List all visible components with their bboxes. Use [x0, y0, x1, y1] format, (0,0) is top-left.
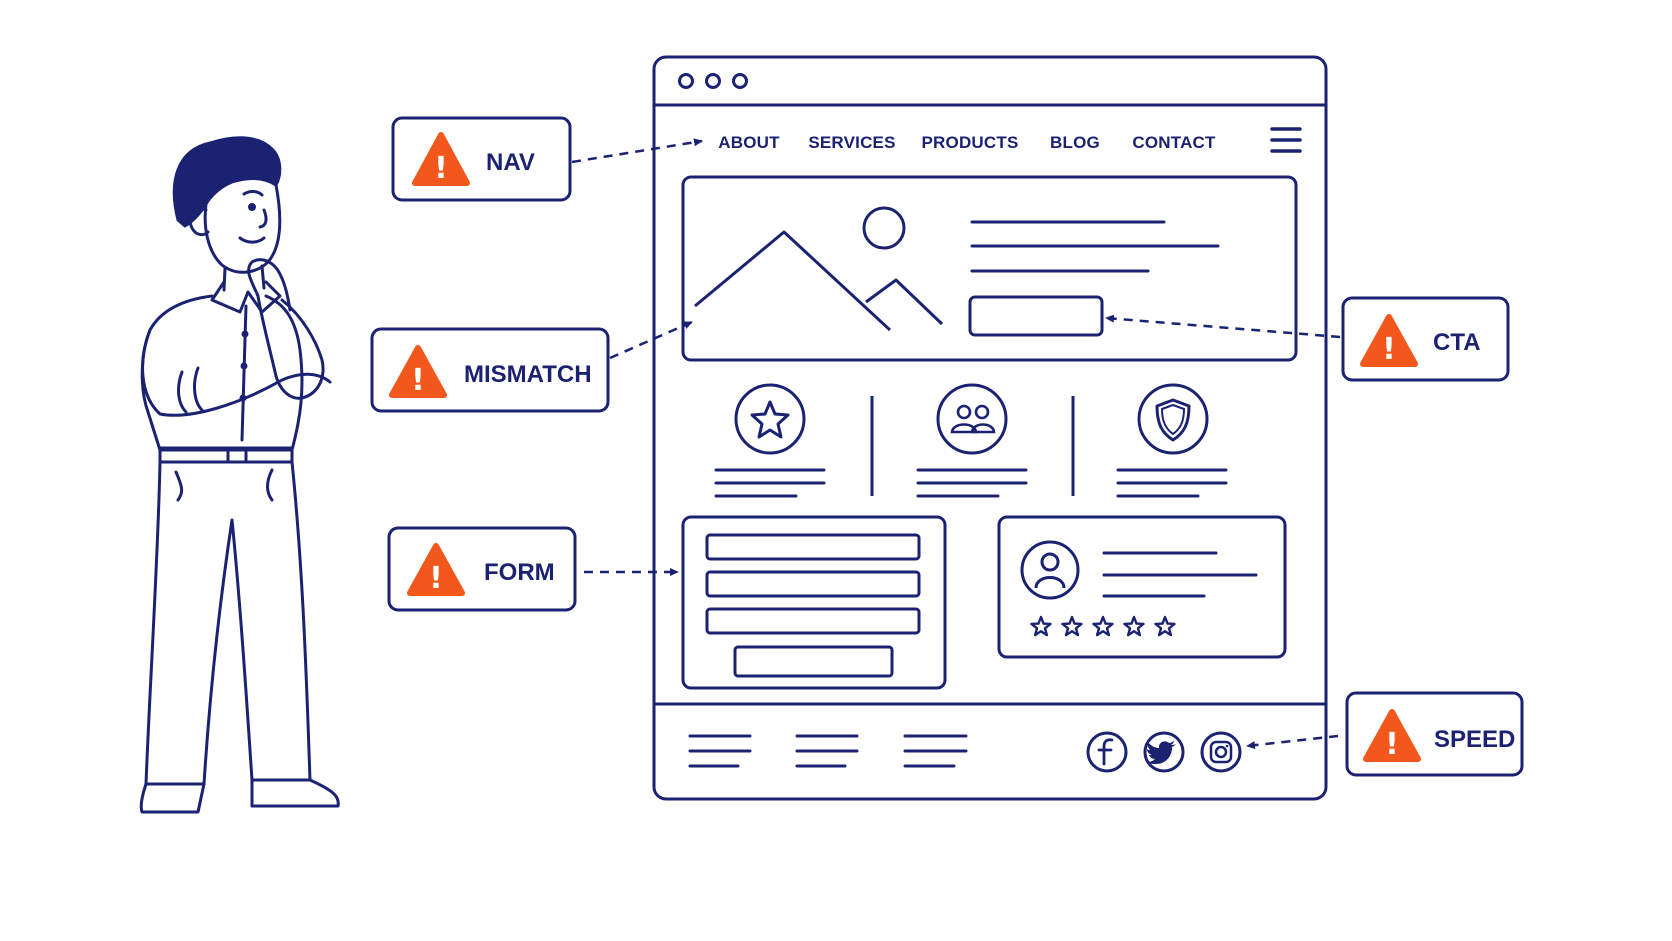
person-face	[203, 183, 282, 274]
connector-arrow	[609, 320, 693, 360]
svg-text:!: !	[434, 151, 448, 186]
person-shirt	[140, 294, 304, 452]
feature-text-lines	[1116, 468, 1228, 498]
shield-icon	[1155, 398, 1191, 442]
warning-triangle-icon: !	[407, 543, 465, 596]
window-dot-icon[interactable]	[705, 73, 721, 89]
contact-form-card	[681, 515, 947, 690]
person-sleeve-cuff	[177, 366, 204, 414]
person-placket	[240, 304, 248, 442]
nav-item-products[interactable]: PRODUCTS	[922, 133, 1019, 152]
svg-text:!: !	[1382, 332, 1396, 367]
footer-link-lines	[688, 734, 968, 768]
callout-label: FORM	[484, 559, 555, 586]
warning-triangle-icon: !	[412, 132, 470, 186]
person-nose	[258, 208, 268, 229]
hero-cta-button[interactable]	[968, 295, 1104, 337]
thinking-person	[139, 136, 340, 814]
feature-text-lines	[916, 468, 1028, 498]
callout-nav: ! NAV	[391, 116, 572, 202]
warning-triangle-icon: !	[1360, 314, 1418, 367]
form-input-field[interactable]	[705, 570, 921, 598]
form-input-field[interactable]	[705, 607, 921, 635]
callout-label: MISMATCH	[464, 361, 592, 388]
hero-image-mountain-icon	[694, 230, 944, 332]
feature-circle	[1137, 383, 1209, 455]
window-dot-icon[interactable]	[678, 73, 694, 89]
callout-speed: ! SPEED	[1345, 691, 1524, 777]
feature-text-lines	[714, 468, 826, 498]
shirt-button	[240, 362, 248, 370]
rating-star-icon	[1092, 615, 1114, 637]
svg-text:!: !	[1385, 727, 1399, 762]
nav-item-about[interactable]: ABOUT	[718, 133, 780, 152]
shirt-button	[241, 330, 249, 338]
shield-inner	[1160, 403, 1186, 436]
person-left-shoe	[139, 782, 206, 814]
feature-circle	[734, 383, 806, 455]
person-ear	[188, 207, 210, 237]
svg-text:!: !	[411, 363, 425, 398]
person-pocket	[174, 468, 274, 502]
callout-cta: ! CTA	[1341, 296, 1510, 382]
person-hand	[247, 258, 292, 378]
callout-form: ! FORM	[387, 526, 577, 612]
star-icon	[750, 400, 790, 439]
callout-label: CTA	[1433, 329, 1481, 356]
feature-item-star	[714, 383, 826, 498]
warning-triangle-icon: !	[1363, 709, 1421, 762]
person-mouth	[238, 236, 266, 244]
rating-star-icon	[1061, 615, 1083, 637]
form-submit-button[interactable]	[733, 645, 894, 678]
person-raised-arm	[274, 298, 325, 400]
person-eye	[248, 203, 256, 211]
feature-item-users	[916, 383, 1028, 498]
rating-star-icon	[1123, 615, 1145, 637]
person-collar	[210, 280, 282, 314]
window-dot-icon[interactable]	[732, 73, 748, 89]
form-input-field[interactable]	[705, 533, 921, 561]
hamburger-menu-icon[interactable]	[1270, 127, 1302, 153]
person-pants	[144, 460, 312, 786]
nav-item-contact[interactable]: CONTACT	[1132, 133, 1216, 152]
callout-mismatch: ! MISMATCH	[370, 327, 610, 413]
nav-item-blog[interactable]: BLOG	[1050, 133, 1100, 152]
connector-arrow	[1105, 314, 1341, 339]
person-right-shoe	[250, 778, 340, 808]
rating-stars	[1030, 615, 1176, 637]
connector-arrow	[571, 138, 703, 164]
callout-label: NAV	[486, 149, 535, 176]
belt-buckle	[226, 446, 248, 464]
svg-text:!: !	[429, 561, 443, 596]
browser-window	[652, 55, 1328, 801]
feature-item-shield	[1116, 383, 1228, 498]
testimonial-card	[997, 515, 1287, 659]
facebook-icon[interactable]	[1086, 731, 1128, 773]
connector-arrow	[1246, 734, 1339, 750]
warning-triangle-icon: !	[389, 345, 447, 398]
nav-item-services[interactable]: SERVICES	[808, 133, 895, 152]
hero-section	[681, 175, 1298, 362]
rating-star-icon	[1030, 615, 1052, 637]
person-eyebrow	[242, 190, 264, 197]
browser-frame	[652, 55, 1328, 801]
feature-circle	[936, 383, 1008, 455]
callout-label: SPEED	[1434, 726, 1515, 753]
user-avatar-icon	[1020, 540, 1080, 600]
person-neck	[222, 264, 266, 292]
testimonial-text-lines	[1102, 551, 1258, 598]
hero-text-lines	[970, 220, 1220, 273]
person-crossed-arm	[141, 328, 332, 417]
instagram-icon[interactable]	[1200, 731, 1242, 773]
hero-image-sun-icon	[862, 206, 906, 250]
twitter-icon[interactable]	[1143, 731, 1185, 773]
rating-star-icon	[1154, 615, 1176, 637]
main-nav: ABOUT SERVICES PRODUCTS BLOG CONTACT	[718, 133, 1216, 152]
users-icon	[950, 404, 996, 434]
